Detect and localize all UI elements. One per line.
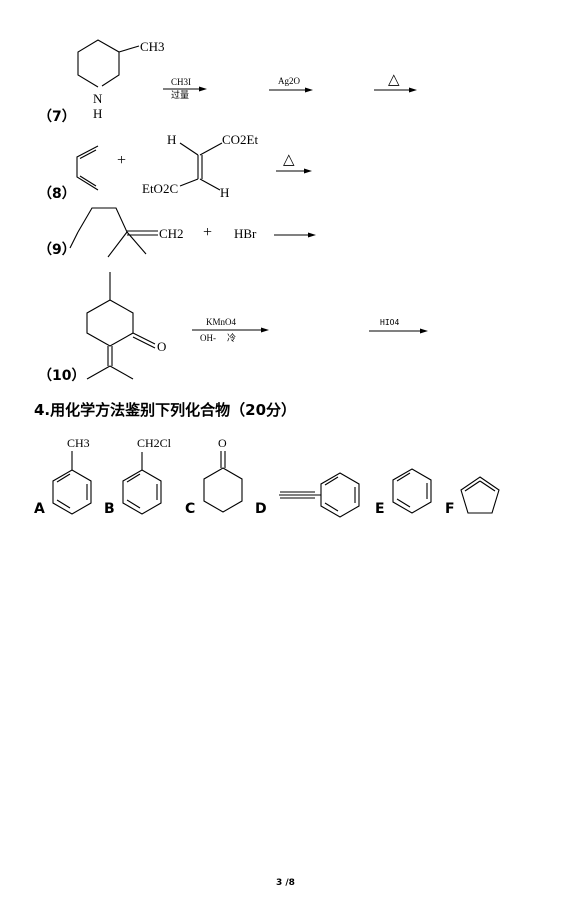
compound-e-letter: E	[375, 501, 385, 517]
p8-plus: +	[117, 152, 127, 169]
p7-hydrogen: H	[93, 106, 103, 121]
piperidine-structure	[77, 39, 140, 88]
p9-methylene: CH2	[159, 226, 184, 241]
p9-arrow	[274, 232, 316, 238]
p7-arrow-3	[374, 87, 417, 93]
p10-reagent-kmno4: KMnO4	[206, 317, 237, 327]
p8-heat-symbol: △	[283, 152, 295, 168]
question-4-title: 4.用化学方法鉴别下列化合物（20分）	[34, 401, 297, 419]
compound-a-substituent: CH3	[67, 436, 90, 450]
p7-arrow-1	[163, 86, 207, 92]
p8-ester-bottom: EtO2C	[142, 181, 179, 196]
problem-10-label: （10）	[38, 368, 86, 384]
p10-reagent-cold: 冷	[227, 333, 237, 343]
compound-b-substituent: CH2Cl	[137, 436, 172, 450]
p8-ester-top: CO2Et	[222, 132, 259, 147]
problem-8-label: （8）	[38, 186, 76, 202]
p7-reagent-methyl-iodide: CH3I	[171, 77, 191, 87]
compound-b-letter: B	[104, 501, 115, 517]
compound-a-toluene	[52, 451, 92, 515]
compound-f-letter: F	[445, 501, 455, 517]
p10-carbonyl-oxygen: O	[157, 339, 167, 354]
alkene-structure	[69, 207, 158, 258]
p8-h-top: H	[167, 132, 177, 147]
compound-d-phenylacetylene	[279, 472, 360, 518]
compound-d-letter: D	[255, 501, 267, 517]
p7-nitrogen: N	[93, 91, 103, 106]
cyclohexanone-structure	[86, 272, 156, 380]
problem-9-label: （9）	[38, 242, 76, 258]
p10-arrow-1	[192, 327, 269, 333]
compound-a-letter: A	[34, 501, 45, 517]
p10-reagent-hydroxide: OH-	[200, 333, 216, 343]
p10-arrow-2	[369, 328, 428, 334]
compound-c-letter: C	[185, 501, 196, 517]
compound-c-cyclohexanone	[203, 451, 243, 513]
p10-reagent-hio4: HIO4	[380, 318, 400, 327]
p7-reagent-silver-oxide: Ag2O	[278, 76, 300, 86]
problem-7-label: （7）	[38, 109, 76, 125]
page-number: 3 /8	[276, 878, 295, 888]
p7-methyl-label: CH3	[140, 39, 165, 54]
p8-h-bottom: H	[220, 185, 230, 200]
fumarate-structure	[179, 142, 223, 191]
p7-arrow-2	[269, 87, 313, 93]
compound-c-substituent: O	[218, 436, 227, 450]
p7-reagent-excess: 过量	[171, 90, 190, 100]
compound-b-benzyl-chloride	[122, 452, 162, 515]
p7-heat-symbol: △	[388, 72, 400, 88]
p9-reagent-hbr: HBr	[234, 226, 257, 241]
compound-e-benzene	[392, 468, 432, 514]
p9-plus: +	[203, 224, 213, 241]
compound-f-cyclopentadiene	[460, 476, 500, 514]
p8-arrow	[276, 168, 312, 174]
butadiene-structure	[76, 145, 99, 191]
